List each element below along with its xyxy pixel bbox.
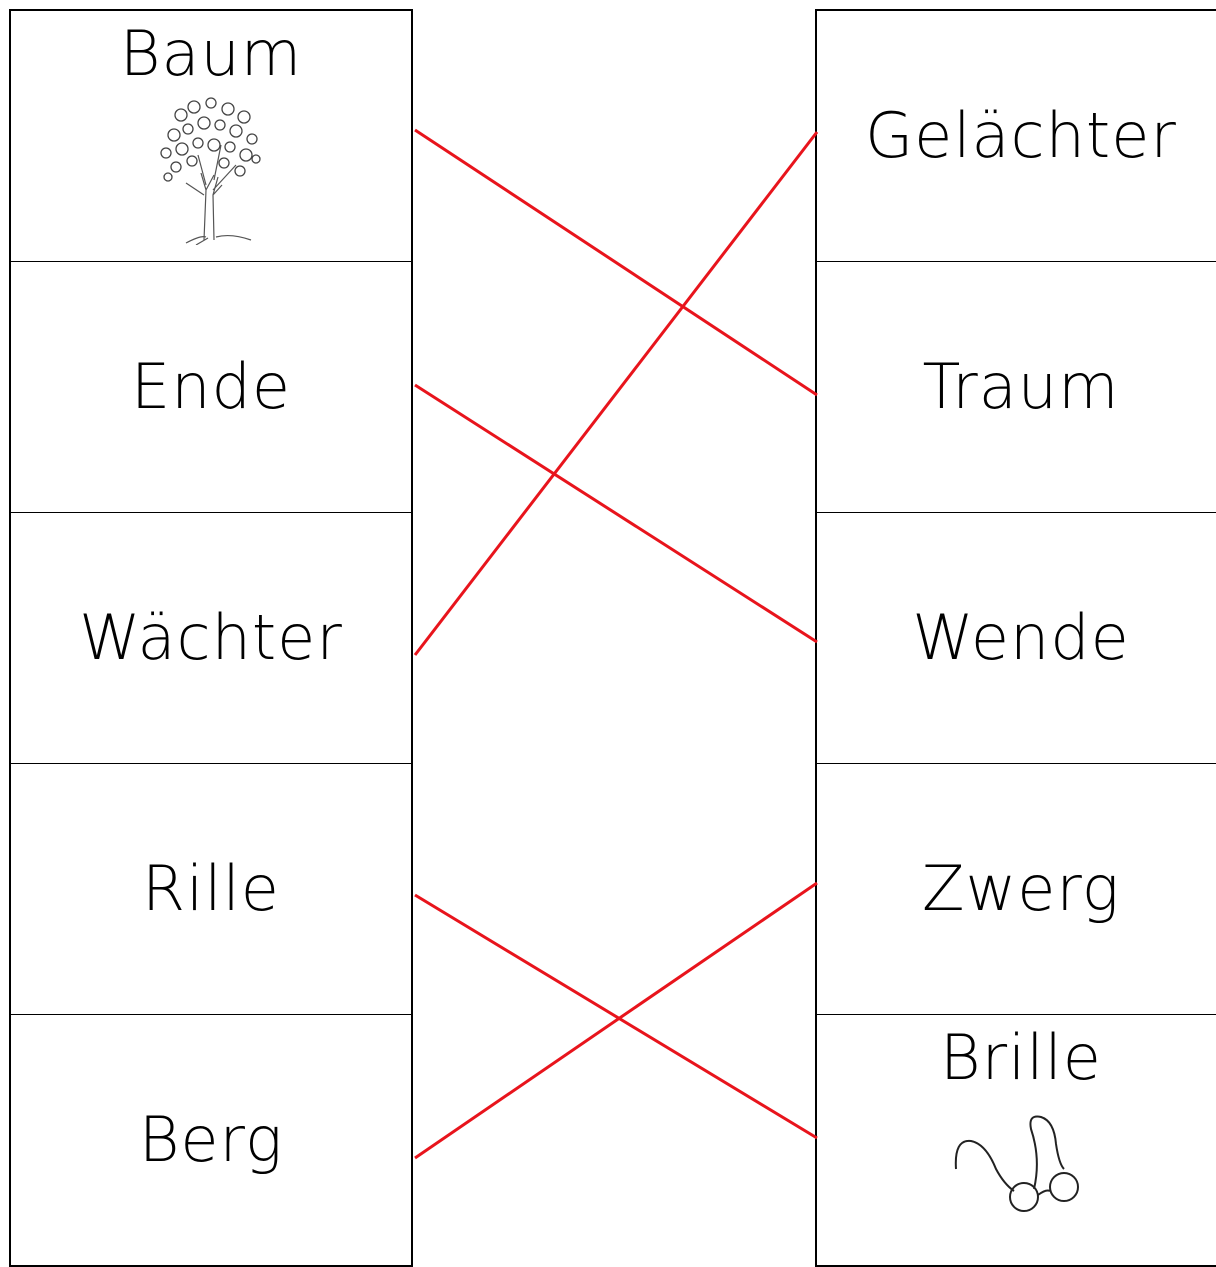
left-cell-berg[interactable]: Berg (11, 1015, 411, 1265)
glasses-icon (946, 1099, 1096, 1219)
left-word: Rille (142, 858, 280, 920)
right-word-column: Gelächter Traum Wende Zwerg Brille (815, 9, 1216, 1267)
left-cell-rille[interactable]: Rille (11, 764, 411, 1015)
left-word: Baum (120, 23, 302, 85)
left-word-column: Baum Ende Wächter Rille (9, 9, 413, 1267)
tree-icon (156, 95, 266, 245)
left-word: Wächter (79, 607, 343, 669)
left-word: Berg (139, 1109, 283, 1171)
right-cell-traum[interactable]: Traum (817, 262, 1216, 513)
right-word: Wende (912, 607, 1130, 669)
connection-line-0 (415, 130, 817, 395)
connection-line-2 (415, 132, 817, 655)
right-cell-wende[interactable]: Wende (817, 513, 1216, 764)
right-cell-gelaechter[interactable]: Gelächter (817, 11, 1216, 262)
right-word: Zwerg (922, 858, 1120, 920)
left-cell-waechter[interactable]: Wächter (11, 513, 411, 764)
right-word: Gelächter (865, 105, 1177, 167)
left-cell-ende[interactable]: Ende (11, 262, 411, 513)
connection-line-1 (415, 385, 817, 642)
right-word: Traum (923, 356, 1120, 418)
right-word: Brille (940, 1027, 1102, 1089)
connection-line-3 (415, 895, 817, 1138)
right-cell-zwerg[interactable]: Zwerg (817, 764, 1216, 1015)
right-cell-brille[interactable]: Brille (817, 1015, 1216, 1265)
left-cell-baum[interactable]: Baum (11, 11, 411, 262)
connection-line-4 (415, 883, 817, 1158)
left-word: Ende (131, 356, 291, 418)
